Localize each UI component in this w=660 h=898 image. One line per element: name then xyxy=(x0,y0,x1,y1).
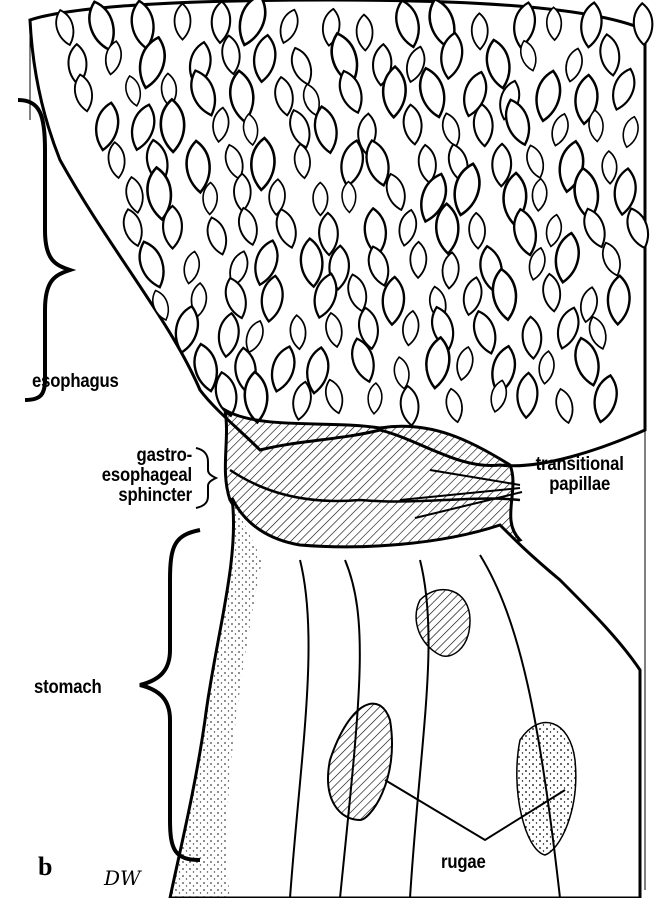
panel-letter: b xyxy=(38,852,52,882)
esophagus-label: esophagus xyxy=(32,372,119,392)
papillae-label-line-1: transitional xyxy=(526,455,633,475)
papillae-label: transitional papillae xyxy=(526,455,633,495)
papillae-label-line-2: papillae xyxy=(526,475,633,495)
sphincter-label-line-1: gastro- xyxy=(69,446,192,466)
rugae-label: rugae xyxy=(441,853,486,873)
artist-signature: DW xyxy=(104,866,141,890)
sphincter-label: gastro- esophageal sphincter xyxy=(69,446,192,506)
esophagus-papillae xyxy=(30,0,653,466)
stomach-label: stomach xyxy=(34,678,102,698)
stomach-body xyxy=(170,498,640,898)
sphincter-label-line-2: esophageal xyxy=(69,466,192,486)
sphincter-label-line-3: sphincter xyxy=(69,486,192,506)
sphincter-bracket xyxy=(196,448,216,508)
